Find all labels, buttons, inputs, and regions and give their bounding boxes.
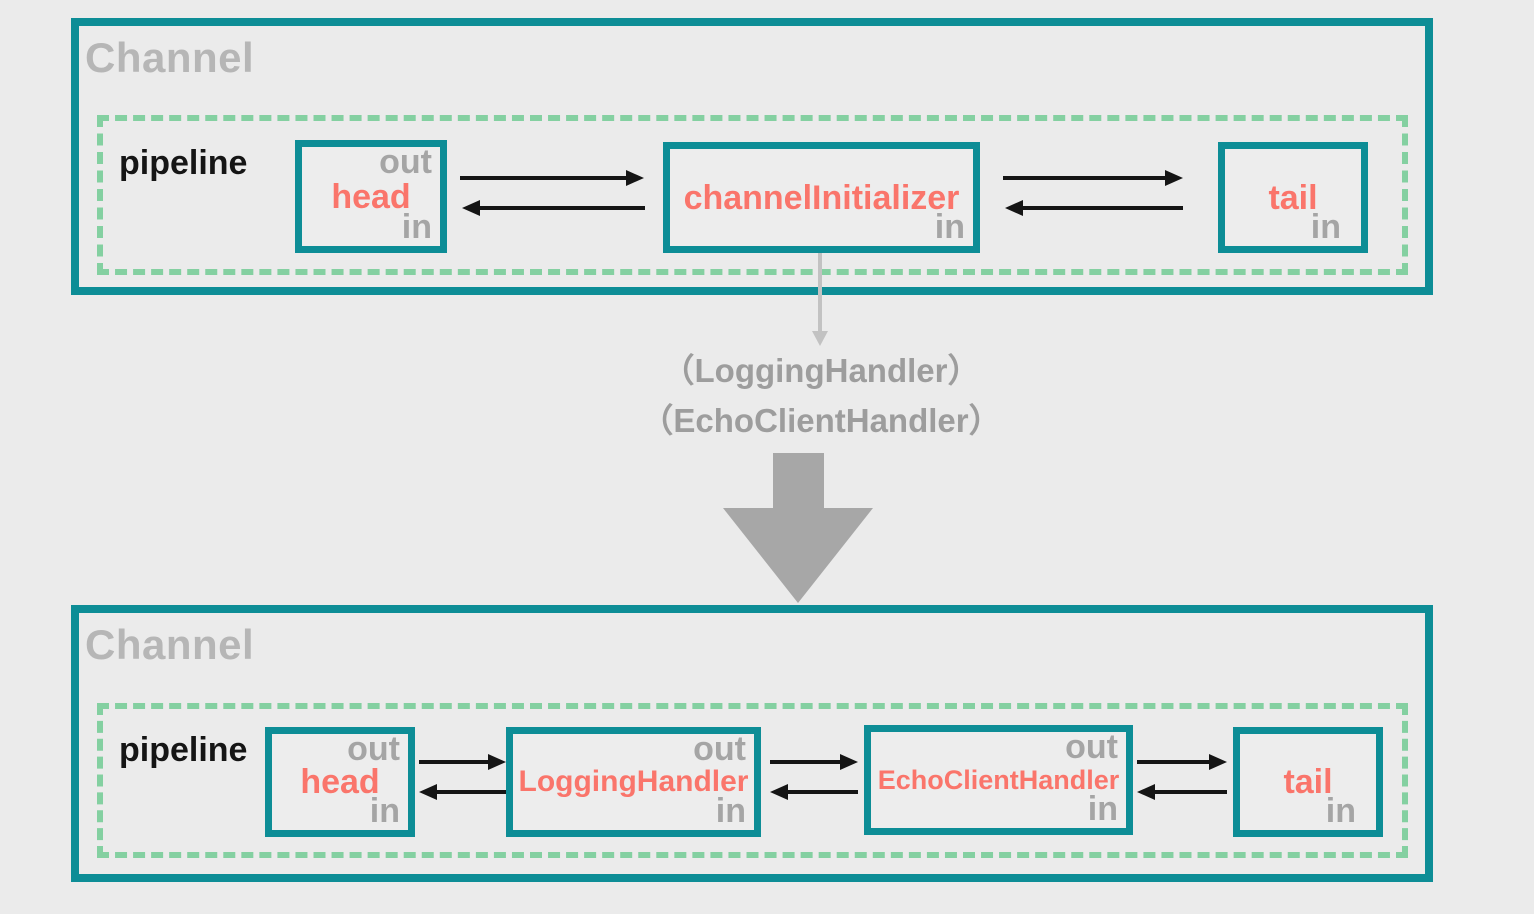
node-name-label: head [300, 763, 380, 801]
in-label: in [715, 792, 746, 830]
out-label: out [1065, 728, 1118, 766]
node-name-label: tail [1268, 178, 1318, 217]
arrow-left-icon [1005, 200, 1183, 216]
in-label: in [934, 208, 965, 246]
pipeline-label: pipeline [119, 144, 248, 182]
arrow-left-icon [462, 200, 645, 216]
channel-title: Channel [85, 621, 255, 668]
arrow-left-icon [419, 784, 506, 800]
node-channel-initializer: channelInitializer in [663, 142, 980, 253]
arrow-right-icon [460, 170, 644, 186]
in-label: in [1310, 208, 1341, 246]
initializer-connector-line [818, 253, 822, 333]
node-name-label: head [331, 177, 411, 216]
node-head: out head in [295, 140, 447, 253]
added-handlers-note: （LoggingHandler） （EchoClientHandler） [571, 346, 1071, 446]
transform-down-arrow-icon [723, 453, 873, 603]
node-tail: tail in [1233, 727, 1383, 837]
node-head: out head in [265, 727, 415, 837]
out-label: out [693, 730, 746, 768]
channel-box-before [71, 18, 1433, 295]
in-label: in [1087, 790, 1118, 828]
in-label: in [1325, 792, 1356, 830]
in-label: in [369, 792, 400, 830]
initializer-connector-arrowhead-icon [812, 331, 828, 346]
arrow-left-icon [770, 784, 858, 800]
pipeline-box [97, 703, 1408, 858]
channel-box-after [71, 605, 1433, 882]
arrow-right-icon [770, 754, 858, 770]
node-tail: tail in [1218, 142, 1368, 253]
arrow-right-icon [419, 754, 506, 770]
node-name-label: tail [1283, 763, 1333, 801]
channel-title: Channel [85, 34, 255, 81]
in-label: in [401, 208, 432, 246]
node-name-label: channelInitializer [683, 178, 960, 217]
node-logging-handler: out LoggingHandler in [506, 727, 761, 837]
note-line-echo-client-handler: （EchoClientHandler） [640, 402, 1002, 439]
node-name-label: LoggingHandler [518, 765, 749, 798]
node-name-label: EchoClientHandler [877, 764, 1120, 795]
pipeline-label: pipeline [119, 731, 248, 769]
out-label: out [347, 730, 400, 768]
arrow-left-icon [1137, 784, 1227, 800]
pipeline-box [97, 115, 1408, 275]
node-echo-client-handler: out EchoClientHandler in [864, 725, 1133, 835]
arrow-right-icon [1003, 170, 1183, 186]
note-line-logging-handler: （LoggingHandler） [661, 352, 981, 389]
arrow-right-icon [1137, 754, 1227, 770]
out-label: out [379, 143, 432, 181]
